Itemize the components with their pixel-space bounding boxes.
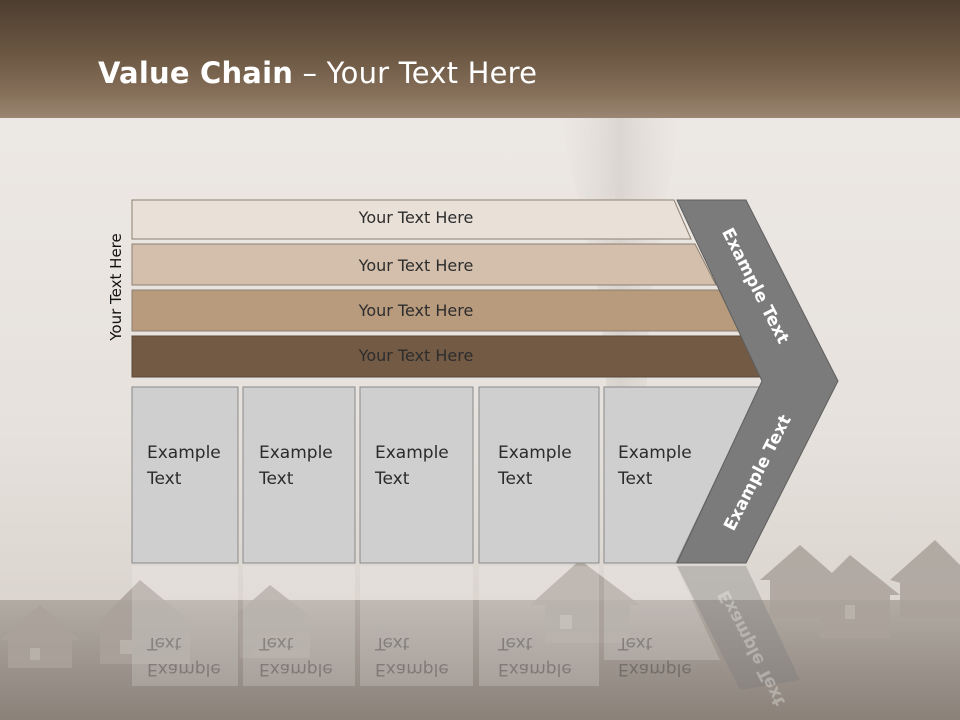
margin-chevron[interactable] bbox=[676, 199, 839, 564]
support-bar-2-label: Your Text Here bbox=[358, 256, 474, 275]
support-bar-1-label: Your Text Here bbox=[358, 208, 474, 227]
primary-cell-2[interactable] bbox=[242, 386, 356, 564]
primary-cell-3[interactable] bbox=[359, 386, 474, 564]
title-rest: – Your Text Here bbox=[293, 56, 538, 90]
primary-cell-4[interactable] bbox=[478, 386, 600, 564]
primary-cell-1[interactable] bbox=[131, 386, 239, 564]
support-bar-2[interactable] bbox=[131, 243, 717, 286]
primary-cell-5[interactable] bbox=[603, 386, 761, 564]
support-bar-3-label: Your Text Here bbox=[358, 301, 474, 320]
header-band bbox=[0, 0, 960, 118]
slide-title: Value Chain – Your Text Here bbox=[98, 56, 537, 90]
support-bar-4-label: Your Text Here bbox=[358, 346, 474, 365]
title-bold: Value Chain bbox=[98, 56, 294, 90]
support-bar-1[interactable] bbox=[131, 199, 692, 240]
